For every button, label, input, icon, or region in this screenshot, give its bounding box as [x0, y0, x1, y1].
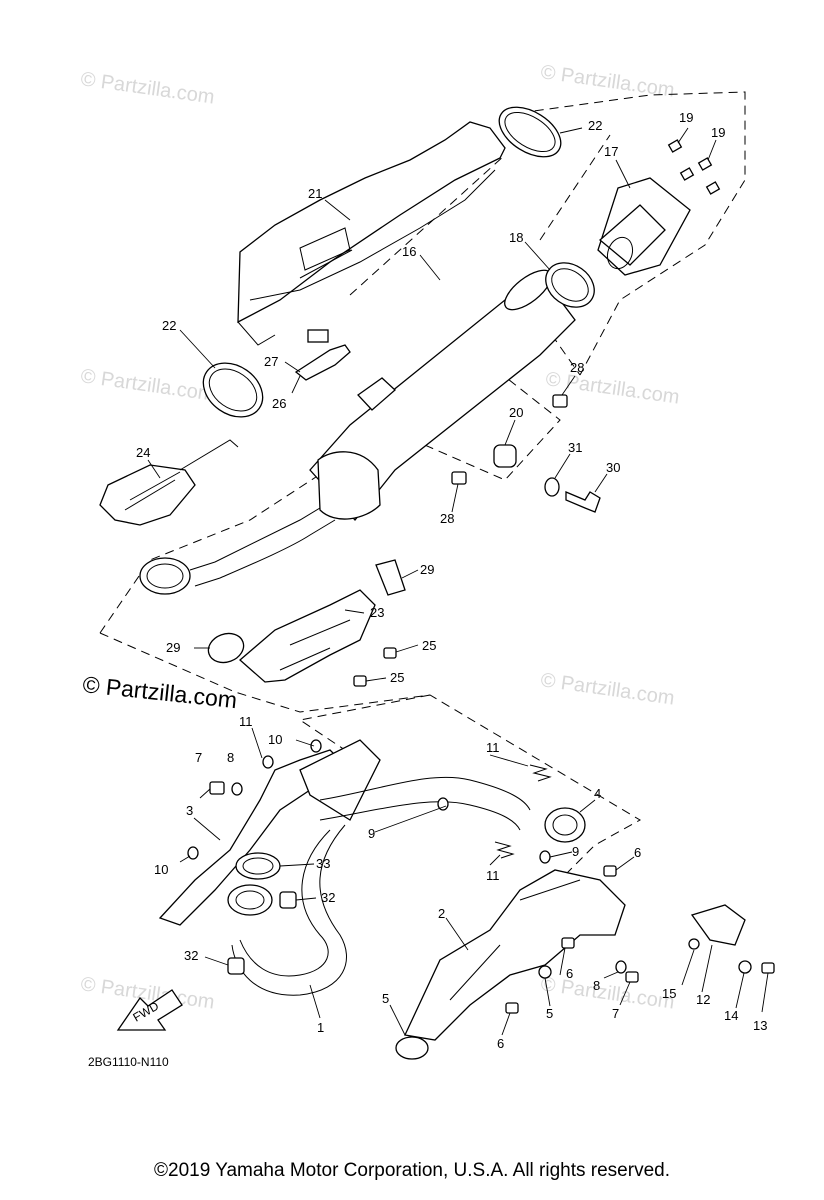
- nuts-32: [227, 891, 297, 975]
- callout-16: 16: [402, 244, 416, 259]
- watermark-1: © Partzilla.com: [79, 68, 216, 109]
- callout-25b: 25: [390, 670, 404, 685]
- bracket-12: [688, 904, 752, 974]
- callout-18: 18: [509, 230, 523, 245]
- callout-8b: 8: [593, 978, 600, 993]
- callout-30: 30: [606, 460, 620, 475]
- clamp-22-lower: [202, 362, 264, 418]
- callout-9b: 9: [572, 844, 579, 859]
- callout-9a: 9: [368, 826, 375, 841]
- gasket-33: [235, 852, 281, 880]
- callout-3: 3: [186, 803, 193, 818]
- callout-22a: 22: [588, 118, 602, 133]
- callout-6a: 6: [634, 845, 641, 860]
- callout-29a: 29: [420, 562, 434, 577]
- bolts-25: [353, 647, 397, 687]
- callout-26: 26: [272, 396, 286, 411]
- exhaust-pipe-1: [227, 776, 531, 996]
- clamp-29: [207, 559, 406, 664]
- callout-13: 13: [753, 1018, 767, 1033]
- small-hardware: [187, 739, 775, 1014]
- watermark-3: © Partzilla.com: [79, 365, 216, 406]
- callout-7b: 7: [612, 1006, 619, 1021]
- callout-32b: 32: [184, 948, 198, 963]
- callout-17: 17: [604, 144, 618, 159]
- ring-4: [544, 807, 586, 843]
- callout-22b: 22: [162, 318, 176, 333]
- watermark-7: © Partzilla.com: [539, 973, 676, 1014]
- callout-24: 24: [136, 445, 150, 460]
- callout-32a: 32: [321, 890, 335, 905]
- fwd-arrow-icon: FWD: [116, 989, 183, 1031]
- callout-1: 1: [317, 1020, 324, 1035]
- callout-11a: 11: [239, 714, 253, 729]
- callout-6c: 6: [497, 1036, 504, 1051]
- callout-33: 33: [316, 856, 330, 871]
- washer-31: [544, 477, 560, 497]
- springs-11: [494, 764, 552, 859]
- callout-28b: 28: [440, 511, 454, 526]
- bolts-19: [667, 139, 721, 195]
- watermark-main: © Partzilla.com: [81, 671, 238, 713]
- gasket-18: [545, 262, 595, 308]
- callout-7a: 7: [195, 750, 202, 765]
- muffler-body: [139, 269, 576, 595]
- clamp-22-upper: [498, 106, 562, 158]
- end-cap-17: [597, 177, 691, 276]
- callout-2: 2: [438, 906, 445, 921]
- bolt-30: [565, 491, 601, 513]
- callout-11c: 11: [486, 868, 500, 883]
- heat-shield-upper: [237, 121, 506, 346]
- callout-29b: 29: [166, 640, 180, 655]
- callout-6b: 6: [566, 966, 573, 981]
- callout-20: 20: [509, 405, 523, 420]
- callout-5b: 5: [546, 1006, 553, 1021]
- silencer-2: [395, 869, 626, 1060]
- bracket-26: [294, 329, 351, 381]
- watermark-5: © Partzilla.com: [539, 669, 676, 710]
- callout-15: 15: [662, 986, 676, 1001]
- callout-4: 4: [594, 786, 601, 801]
- callout-numbers: 1 2 3 4 5 5 6 6 6 7 7 8 8 9 9 10 10 11 1…: [136, 110, 767, 1051]
- callout-23: 23: [370, 605, 384, 620]
- leader-lines: [147, 127, 769, 1036]
- callout-10b: 10: [154, 862, 168, 877]
- callout-25a: 25: [422, 638, 436, 653]
- heat-shield-23: [239, 589, 376, 683]
- shield-24: [99, 439, 239, 526]
- callout-21: 21: [308, 186, 322, 201]
- callout-19b: 19: [711, 125, 725, 140]
- callout-31: 31: [568, 440, 582, 455]
- copyright-notice: ©2019 Yamaha Motor Corporation, U.S.A. A…: [154, 1160, 670, 1181]
- part-code: 2BG1110-N110: [88, 1055, 169, 1069]
- callout-12: 12: [696, 992, 710, 1007]
- callout-14: 14: [724, 1008, 738, 1023]
- callout-10a: 10: [268, 732, 282, 747]
- callout-28a: 28: [570, 360, 584, 375]
- callout-27: 27: [264, 354, 278, 369]
- callout-19a: 19: [679, 110, 693, 125]
- callout-8a: 8: [227, 750, 234, 765]
- callout-5a: 5: [382, 991, 389, 1006]
- grommet-20: [493, 444, 517, 468]
- callout-11b: 11: [486, 740, 500, 755]
- watermark-2: © Partzilla.com: [539, 61, 676, 102]
- bolts-28: [451, 394, 568, 485]
